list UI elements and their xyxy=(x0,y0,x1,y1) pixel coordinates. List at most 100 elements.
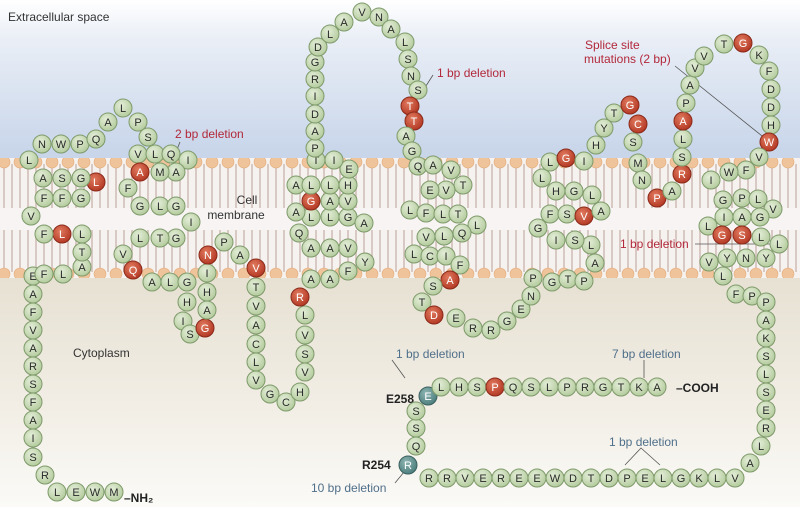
residue-letter: V xyxy=(27,211,35,223)
lipid-tail xyxy=(251,230,253,272)
residue-circle xyxy=(150,228,170,248)
residue: T xyxy=(581,468,601,488)
residue-letter: N xyxy=(407,71,415,83)
residue: K xyxy=(689,468,709,488)
residue: H xyxy=(761,115,781,135)
residue-circle xyxy=(354,213,374,233)
residue: G xyxy=(671,468,691,488)
residue-letter: G xyxy=(408,146,417,158)
residue-letter: L xyxy=(441,231,447,243)
residue-letter: V xyxy=(119,249,127,261)
residue: E xyxy=(473,468,493,488)
residue-letter: D xyxy=(311,109,319,121)
residue-circle xyxy=(161,144,181,164)
residue-letter: L xyxy=(93,177,99,189)
residue: S xyxy=(423,276,443,296)
residue: H xyxy=(197,282,217,302)
residue-letter: I xyxy=(582,156,585,168)
lipid-head xyxy=(77,158,91,169)
residue-circle xyxy=(420,180,440,200)
residue-letter: S xyxy=(678,152,685,164)
lipid-tail xyxy=(363,230,365,272)
lipid-tail xyxy=(475,164,477,208)
residue-letter: G xyxy=(718,230,727,242)
residue-letter: G xyxy=(172,201,181,213)
residue: W xyxy=(545,468,565,488)
lipid-tail xyxy=(147,164,149,208)
residue-circle xyxy=(623,132,643,152)
lipid-head xyxy=(493,158,507,169)
residue-letter: L xyxy=(474,220,480,232)
residue: D xyxy=(761,79,781,99)
lipid-tail xyxy=(747,164,749,208)
residue-circle xyxy=(467,215,487,235)
residue-letter: A xyxy=(148,277,156,289)
lipid-head xyxy=(397,267,411,278)
residue-letter: A xyxy=(326,196,334,208)
residue-letter: V xyxy=(358,7,366,19)
residue-circle xyxy=(123,260,143,280)
residue-circle xyxy=(381,19,401,39)
residue-circle xyxy=(440,270,460,290)
residue-circle xyxy=(85,482,105,502)
lipid-tail xyxy=(755,230,757,272)
residue-circle xyxy=(246,296,266,316)
residue-letter: Q xyxy=(414,161,423,173)
residue-letter: I xyxy=(31,433,34,445)
residue-letter: Q xyxy=(167,149,176,161)
residue: L xyxy=(160,272,180,292)
residue-circle xyxy=(34,224,54,244)
residue-circle xyxy=(620,95,640,115)
residue: I xyxy=(324,150,344,170)
lipid-tail xyxy=(243,164,245,208)
residue: Q xyxy=(289,223,309,243)
lipid-tail xyxy=(299,230,301,272)
lipid-tail xyxy=(395,230,397,272)
residue-circle xyxy=(339,159,359,179)
residue: A xyxy=(305,121,325,141)
residue-letter: E xyxy=(426,185,433,197)
residue-letter: D xyxy=(569,473,577,485)
residue-letter: G xyxy=(739,38,748,50)
lipid-head xyxy=(605,158,619,169)
residue: R xyxy=(491,468,511,488)
residue-letter: F xyxy=(41,229,48,241)
lipid-head xyxy=(733,267,747,278)
residue-circle xyxy=(398,455,418,475)
residue-letter: Q xyxy=(129,265,138,277)
residue-letter: T xyxy=(460,180,467,192)
residue: S xyxy=(408,80,428,100)
residue-letter: L xyxy=(588,240,594,252)
lipid-head xyxy=(93,267,107,278)
residue: F xyxy=(34,264,54,284)
residue-circle xyxy=(166,196,186,216)
lipid-tail xyxy=(259,230,261,272)
residue-letter: R xyxy=(487,325,495,337)
lipid-tail xyxy=(707,230,709,272)
lipid-head xyxy=(365,158,379,169)
residue-letter: A xyxy=(292,207,300,219)
residue: N xyxy=(369,7,389,27)
lipid-tail xyxy=(587,164,589,208)
residue-letter: G xyxy=(201,323,210,335)
lipid-tail xyxy=(643,230,645,272)
lipid-tail xyxy=(155,230,157,272)
residue-circle xyxy=(177,292,197,312)
residue: A xyxy=(396,126,416,146)
residue: L xyxy=(713,266,733,286)
residue-letter: L xyxy=(308,212,314,224)
residue: L xyxy=(295,305,315,325)
residue-circle xyxy=(756,418,776,438)
residue-letter: N xyxy=(638,175,646,187)
residue: W xyxy=(719,162,739,182)
residue: S xyxy=(406,401,426,421)
residue-letter: E xyxy=(641,473,648,485)
residue: L xyxy=(540,152,560,172)
residue-letter: T xyxy=(411,116,418,128)
residue-letter: A xyxy=(360,218,368,230)
residue-letter: T xyxy=(588,473,595,485)
residue-circle xyxy=(412,292,432,312)
residue-circle xyxy=(130,162,150,182)
residue-circle xyxy=(19,150,39,170)
lipid-head xyxy=(621,267,635,278)
